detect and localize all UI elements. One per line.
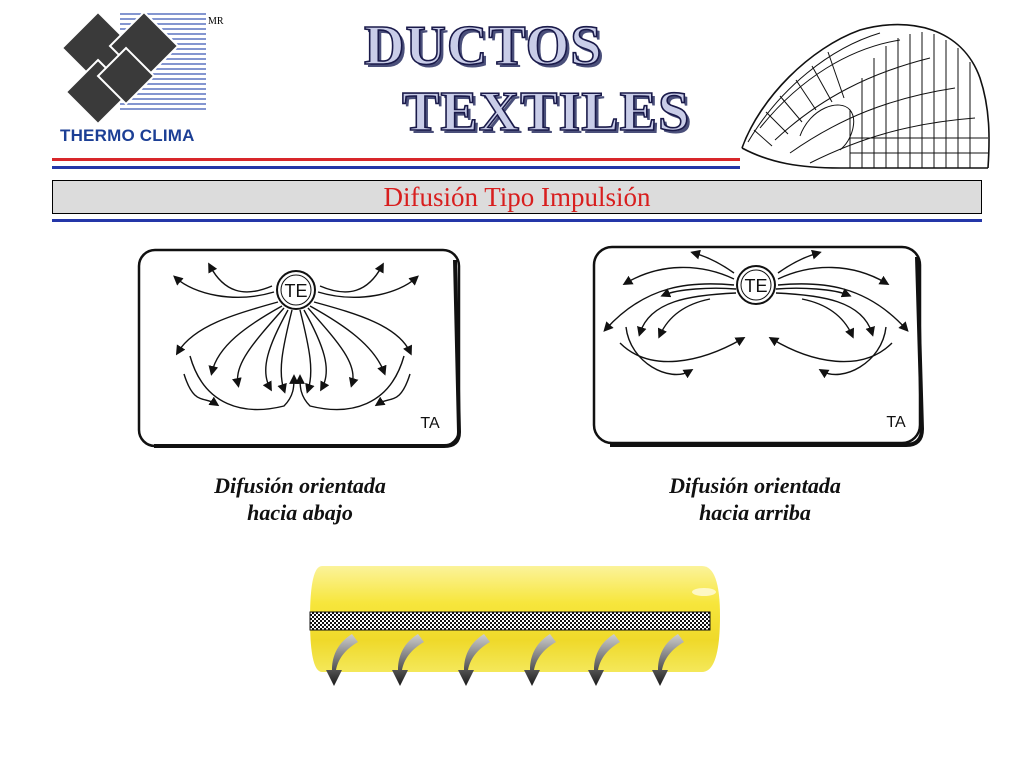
caption-upward-line-2: hacia arriba (699, 500, 811, 525)
duct-section-circle (276, 270, 316, 310)
textile-duct-wireframe-illustration (741, 23, 990, 169)
thermo-clima-logo (60, 10, 206, 126)
brand-name: THERMO CLIMA (60, 126, 195, 145)
textile-duct-airflow-illustration (306, 562, 726, 697)
room-corner-label: TA (886, 414, 906, 431)
caption-downward-line-1: Difusión orientada (214, 473, 386, 498)
perforated-mesh-strip (310, 612, 710, 630)
diagram-upward-diffusion: TE TA (590, 243, 928, 449)
caption-downward-line-2: hacia abajo (247, 500, 353, 525)
airflow-arrows (326, 634, 684, 686)
duct-center-label: TE (744, 276, 767, 296)
diagram-downward-diffusion: TE TA (134, 246, 464, 450)
trademark-mark: MR (208, 16, 224, 27)
caption-upward-line-1: Difusión orientada (669, 473, 841, 498)
title-line-2: TEXTILES (401, 81, 691, 143)
subtitle-rule-blue (52, 219, 982, 222)
logo-diamonds (60, 10, 180, 126)
room-corner-label: TA (420, 415, 440, 432)
header-rule-blue (52, 166, 740, 169)
caption-upward: Difusión orientada hacia arriba (640, 472, 870, 526)
header-rule-red (52, 158, 740, 161)
subtitle: Difusión Tipo Impulsión (383, 181, 651, 212)
title-line-1: DUCTOS (363, 15, 603, 77)
subtitle-bar: Difusión Tipo Impulsión (52, 180, 982, 214)
duct-section-circle (736, 265, 776, 305)
duct-center-label: TE (284, 281, 307, 301)
caption-downward: Difusión orientada hacia abajo (190, 472, 410, 526)
